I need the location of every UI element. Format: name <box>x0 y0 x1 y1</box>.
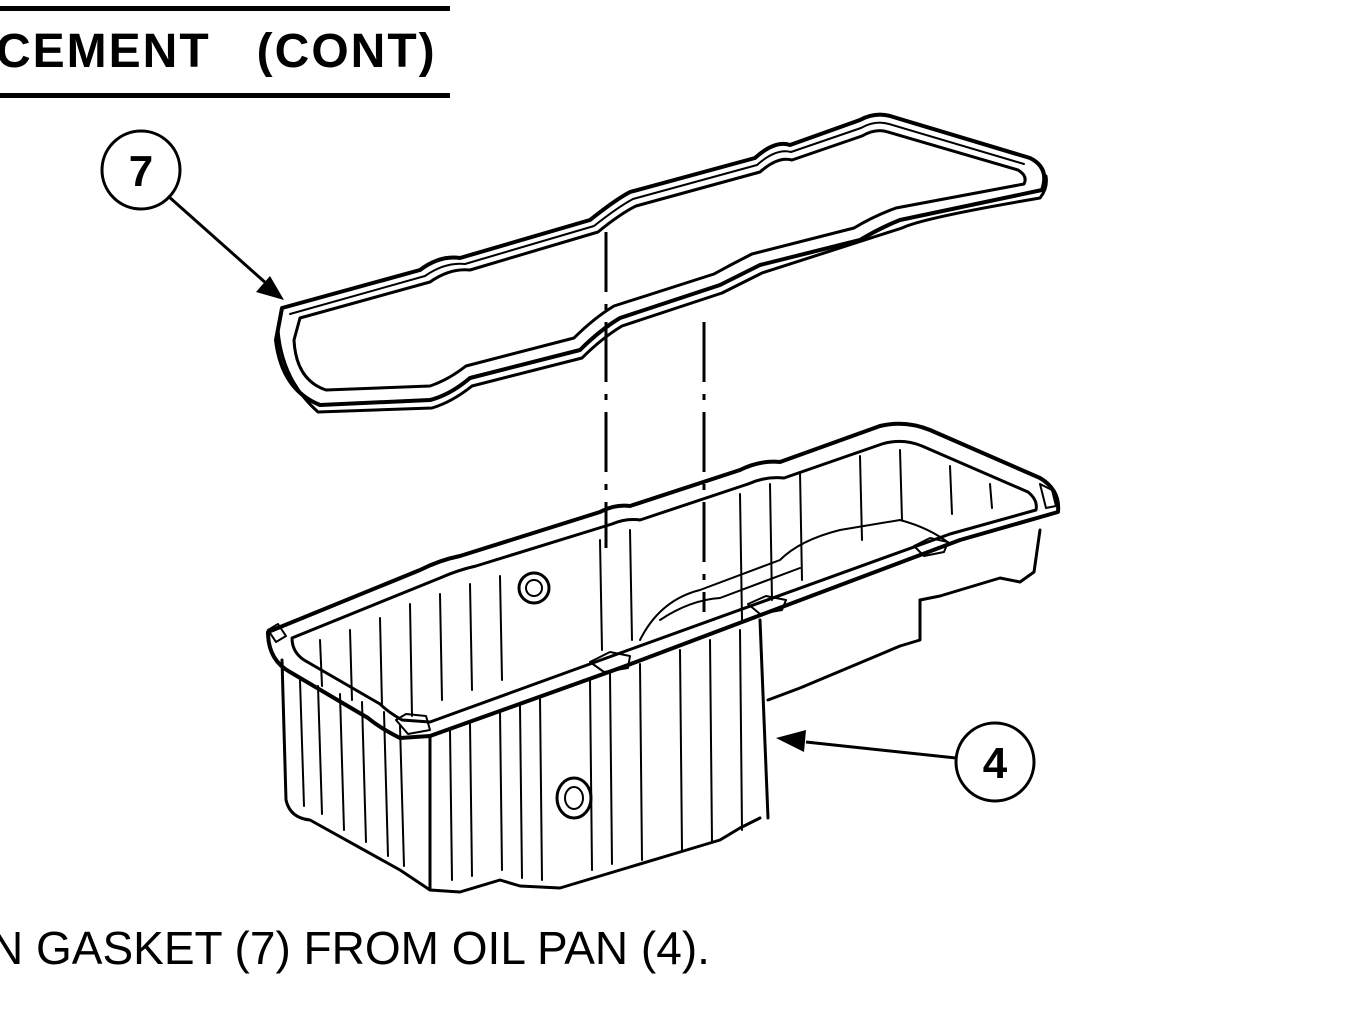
callout-7: 7 <box>100 129 284 300</box>
callout-4: 4 <box>776 721 1036 803</box>
callout-7-label: 7 <box>129 147 153 196</box>
header-rule-top <box>0 6 450 11</box>
callout-4-label: 4 <box>983 739 1008 788</box>
oil-pan-drawing <box>266 421 1061 894</box>
section-heading: CEMENT (CONT) <box>0 25 437 78</box>
drain-plug-lower <box>555 776 593 820</box>
alignment-lines <box>604 232 706 612</box>
callout-7-arrowhead <box>256 276 284 300</box>
callout-4-arrowhead <box>776 730 806 752</box>
instruction-text: N GASKET (7) FROM OIL PAN (4). <box>0 922 710 974</box>
gasket-drawing <box>274 112 1048 414</box>
header-rule-bottom <box>0 93 450 98</box>
drain-plug-upper <box>517 571 551 605</box>
